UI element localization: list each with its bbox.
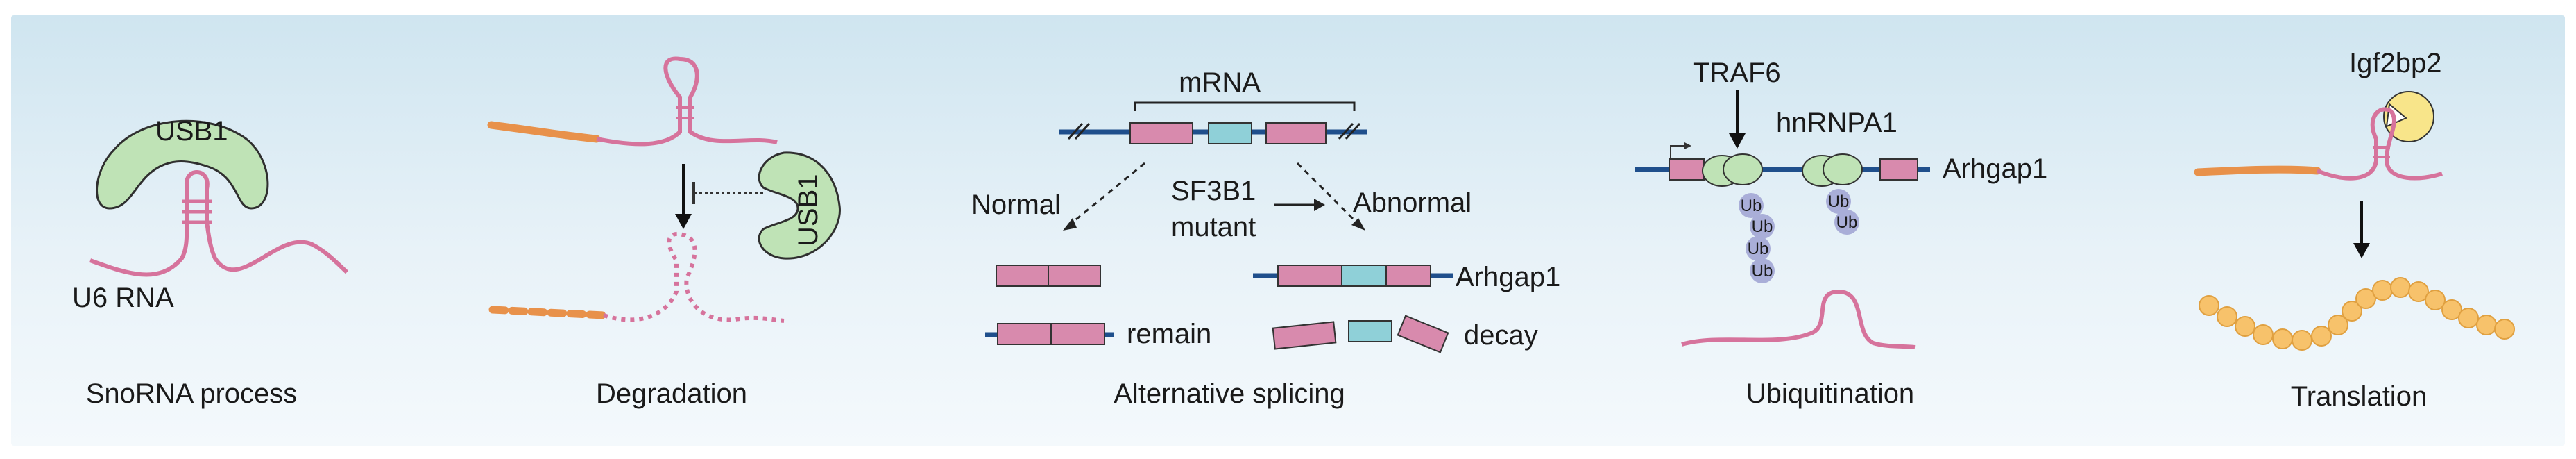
degradation-panel: USB1 Degradation: [487, 56, 841, 409]
igf2bp2-label: Igf2bp2: [2349, 48, 2441, 78]
ub-tag-2: Ub: [1752, 217, 1773, 236]
snorna-panel: USB1 U6 RNA SnoRNA process: [72, 116, 349, 409]
caption-translation: Translation: [2291, 381, 2427, 412]
remain-label: remain: [1127, 319, 1211, 349]
amino-acid-chain: [2199, 277, 2515, 351]
ubiquitination-panel: TRAF6 hnRNPA1 Ub Ub Ub Ub Ub Ub Arhgap1 …: [1635, 58, 2047, 409]
usb1-label: USB1: [155, 116, 228, 147]
u6-rna-strand: [89, 170, 349, 277]
usb1-protein-2: [758, 151, 841, 260]
traf6-label: TRAF6: [1693, 58, 1781, 88]
splicing-panel: mRNA Normal SF3B1 mutant Abnormal Arhgap…: [971, 67, 1560, 409]
caption-snorna-process: SnoRNA process: [86, 378, 298, 409]
u6-rna-label: U6 RNA: [72, 283, 174, 313]
ub-tag-6: Ub: [1836, 213, 1858, 232]
mrna-label: mRNA: [1179, 67, 1261, 98]
figure-background: [11, 15, 2565, 446]
caption-degradation: Degradation: [596, 378, 747, 409]
usb1-protein: [96, 119, 269, 210]
ub-tag-5: Ub: [1828, 192, 1850, 211]
decay-label: decay: [1464, 320, 1538, 351]
rna-hairpin: [596, 56, 778, 147]
ub-tag-3: Ub: [1748, 240, 1769, 258]
translation-panel: Igf2bp2 Translation: [2194, 48, 2515, 412]
ub-tag-1: Ub: [1741, 197, 1762, 215]
caption-alternative-splicing: Alternative splicing: [1114, 378, 1345, 409]
arhgap1-label-splicing: Arhgap1: [1456, 262, 1560, 292]
normal-label: Normal: [971, 190, 1061, 220]
caption-ubiquitination: Ubiquitination: [1746, 378, 1914, 409]
orange-tail: [487, 121, 601, 143]
arhgap1-label-ub: Arhgap1: [1943, 153, 2047, 184]
mutant-label: mutant: [1171, 212, 1256, 242]
hnrnpa1-label: hnRNPA1: [1776, 108, 1897, 138]
ubiquitinated-rna: [1681, 289, 1916, 349]
ub-tag-4: Ub: [1752, 262, 1773, 281]
usb1-label-2: USB1: [793, 174, 824, 247]
abnormal-label: Abnormal: [1353, 187, 1472, 218]
sf3b1-label: SF3B1: [1171, 176, 1256, 206]
